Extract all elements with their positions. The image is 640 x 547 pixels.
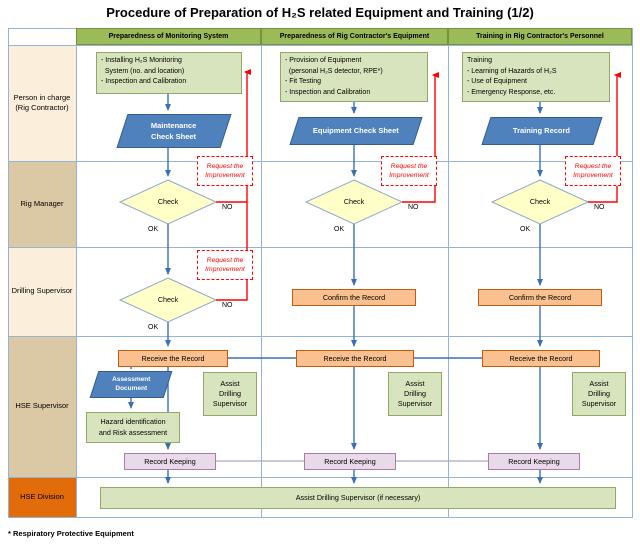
row-label-hse-supervisor: HSE Supervisor (8, 336, 76, 477)
check-label-col2: Check (343, 197, 365, 206)
check-label-col1-b: Check (157, 295, 179, 304)
column-header-monitoring-system: Preparedness of Monitoring System (76, 28, 261, 45)
grid-line-row2 (8, 161, 633, 162)
check-label-col1-a: Check (157, 197, 179, 206)
column-header-contractor-personnel: Training in Rig Contractor's Personnel (448, 28, 632, 45)
request-improvement-box-col3: Request the Improvement (565, 156, 621, 186)
note-contractor-training: Training - Learning of Hazards of H₂S - … (462, 52, 610, 102)
grid-line-outer-left (8, 28, 9, 518)
grid-line-row5 (8, 477, 633, 478)
note-monitoring-system: - Installing H₂S Monitoring System (no. … (96, 52, 242, 94)
receive-record-box-col1: Receive the Record (118, 350, 228, 367)
no-label-col2: NO (408, 204, 419, 211)
assessment-document-label: Assessment Document (111, 376, 151, 393)
assist-supervisor-box-col1: Assist Drilling Supervisor (203, 372, 257, 416)
grid-line-outer-bottom (8, 517, 633, 518)
equipment-check-sheet-label: Equipment Check Sheet (313, 125, 399, 135)
hazard-assessment-box: Hazard identification and Risk assessmen… (86, 412, 180, 443)
request-improvement-box-col2: Request the Improvement (381, 156, 437, 186)
assist-supervisor-box-col2: Assist Drilling Supervisor (388, 372, 442, 416)
receive-record-box-col2: Receive the Record (296, 350, 414, 367)
request-improvement-box-col1-b: Request the Improvement (197, 250, 253, 280)
maintenance-check-sheet-label: Maintenance Check Sheet (151, 120, 197, 141)
confirm-record-box-col2: Confirm the Record (292, 289, 416, 306)
grid-line-col-headers (76, 28, 77, 517)
training-record-label: Training Record (513, 125, 571, 135)
record-keeping-box-col2: Record Keeping (304, 453, 396, 470)
grid-line-outer-right (632, 28, 633, 518)
assessment-document: Assessment Document (89, 371, 173, 398)
ok-label-col1-a: OK (148, 226, 159, 233)
request-improvement-box-col1-a: Request the Improvement (197, 156, 253, 186)
table-corner-cell (8, 28, 76, 45)
row-label-drilling-supervisor: Drilling Supervisor (8, 247, 76, 336)
row-label-hse-division: HSE Division (8, 477, 76, 517)
ok-label-col2: OK (334, 226, 345, 233)
flow-lines-red-feedback (216, 69, 621, 301)
training-record: Training Record (481, 117, 603, 145)
maintenance-check-sheet: Maintenance Check Sheet (116, 114, 232, 148)
check-label-col3: Check (529, 197, 551, 206)
equipment-check-sheet: Equipment Check Sheet (289, 117, 423, 145)
grid-line-row4 (8, 336, 633, 337)
ok-label-col3: OK (520, 226, 531, 233)
grid-line-row3 (8, 247, 633, 248)
row-label-person-in-charge: Person in charge (Rig Contractor) (8, 45, 76, 161)
record-keeping-box-col3: Record Keeping (488, 453, 580, 470)
grid-line-col2-col3 (448, 28, 449, 517)
no-label-col1-b: NO (222, 302, 233, 309)
hse-division-assist-box: Assist Drilling Supervisor (if necessary… (100, 487, 616, 509)
ok-label-col1-b: OK (148, 324, 159, 331)
grid-line-col1-col2 (261, 28, 262, 517)
page-title: Procedure of Preparation of H₂S related … (106, 5, 534, 20)
assist-supervisor-box-col3: Assist Drilling Supervisor (572, 372, 626, 416)
footnote: * Respiratory Protective Equipment (8, 529, 134, 538)
column-header-contractor-equipment: Preparedness of Rig Contractor's Equipme… (261, 28, 448, 45)
no-label-col1-a: NO (222, 204, 233, 211)
grid-line-row1 (8, 45, 633, 46)
record-keeping-box-col1: Record Keeping (124, 453, 216, 470)
note-contractor-equipment: - Provision of Equipment (personal H₂S d… (280, 52, 428, 102)
confirm-record-box-col3: Confirm the Record (478, 289, 602, 306)
no-label-col3: NO (594, 204, 605, 211)
row-label-rig-manager: Rig Manager (8, 161, 76, 247)
receive-record-box-col3: Receive the Record (482, 350, 600, 367)
